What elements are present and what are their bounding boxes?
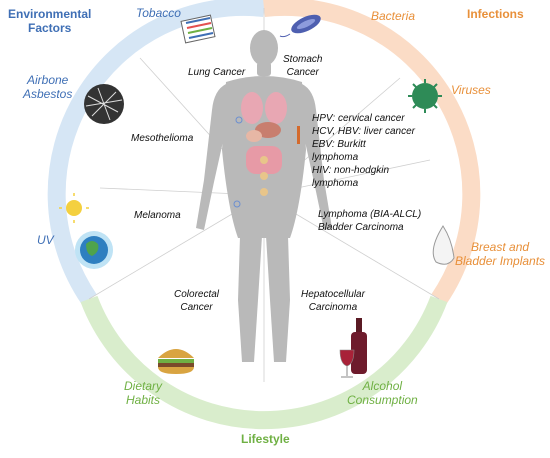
ring-segment-environmental <box>47 0 265 305</box>
cancer-lung-label: Lung Cancer <box>188 67 246 78</box>
cause-implants-label: Breast and Bladder Implants <box>455 240 546 268</box>
sun-earth-uv-icon <box>59 193 113 269</box>
cause-uv-label: UV <box>37 233 54 247</box>
category-infections-title: Infections <box>467 7 524 21</box>
cause-viruses-label: Viruses <box>451 83 491 97</box>
cause-asbestos-label: Airbone Asbestos <box>23 73 73 101</box>
cancer-virus-list-label: HPV: cervical cancer HCV, HBV: liver can… <box>312 113 415 189</box>
cause-bacteria-label: Bacteria <box>371 9 416 23</box>
stomach-icon <box>246 130 262 142</box>
cancer-mesothelioma-label: Mesothelioma <box>131 133 194 144</box>
bacteria-icon <box>279 14 321 38</box>
cigarette-pack-icon <box>180 14 216 44</box>
asbestos-fiber-icon <box>84 84 124 124</box>
category-environmental-title: Environmental Factors <box>8 7 92 35</box>
breast-implant-icon <box>432 225 455 265</box>
cause-tobacco-label: Tobacco <box>136 6 181 20</box>
cause-alcohol-label: Alcohol Consumption <box>347 379 418 407</box>
internal-organs <box>233 92 300 208</box>
cancer-melanoma-label: Melanoma <box>134 210 181 221</box>
ring-segment-lifestyle <box>80 295 448 430</box>
cancer-lymphoma-label: Lymphoma (BIA-ALCL) Bladder Carcinoma <box>318 209 422 233</box>
cause-diet-label: Dietary Habits <box>124 379 163 407</box>
burger-icon <box>158 349 194 374</box>
asbestos-marker-icon <box>235 116 243 124</box>
ring-segment-infections <box>263 0 481 305</box>
wine-bottle-icon <box>339 318 367 378</box>
bacteria-marker-icon <box>297 126 300 144</box>
cancer-stomach-label: Stomach Cancer <box>283 54 323 78</box>
lungs-icon <box>241 92 263 124</box>
cancer-hepatocellular-label: Hepatocellular Carcinoma <box>301 289 365 313</box>
category-lifestyle-title: Lifestyle <box>241 432 290 446</box>
melanoma-marker-icon <box>233 200 241 208</box>
virus-icon <box>408 79 442 113</box>
cancer-colorectal-label: Colorectal Cancer <box>174 289 220 313</box>
